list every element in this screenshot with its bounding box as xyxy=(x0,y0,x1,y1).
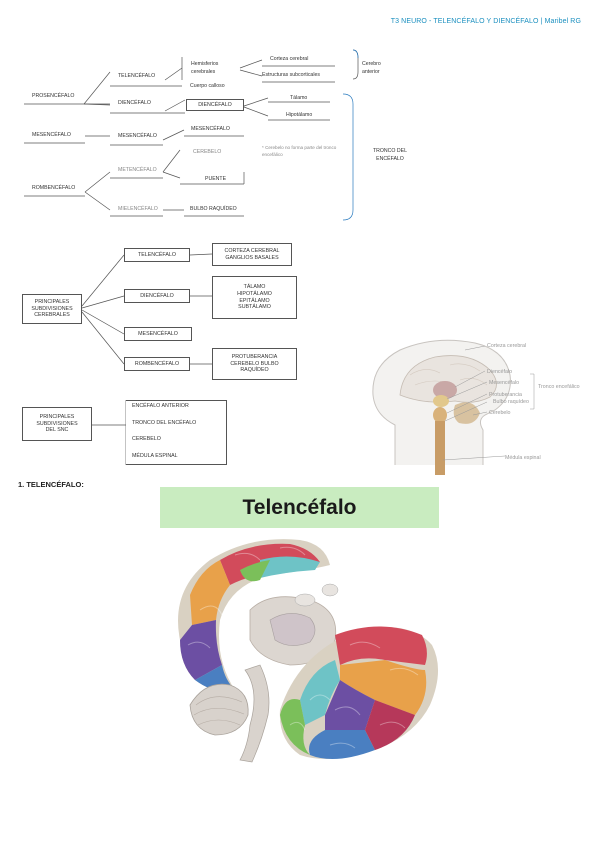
label-cerebro-anterior: Cerebro anterior xyxy=(362,61,381,75)
label-hipotalamo: Hipotálamo xyxy=(286,112,313,118)
box-diencefalo-2: DIENCÉFALO xyxy=(124,289,190,303)
label-rombencefalo: ROMBENCÉFALO xyxy=(32,185,76,191)
section-title: 1. TELENCÉFALO: xyxy=(18,480,84,489)
brain-label-tronco: Tronco encefálico xyxy=(538,384,580,390)
label-estructuras: Estructuras subcorticales xyxy=(262,72,320,78)
label-telencefalo: TELENCÉFALO xyxy=(118,73,156,79)
snc-item: ENCÉFALO ANTERIOR xyxy=(132,403,189,409)
label-corteza: Corteza cerebral xyxy=(270,56,309,62)
label-mielencefalo: MIELENCÉFALO xyxy=(118,206,158,212)
page-header: T3 NEURO - TELENCÉFALO Y DIENCÉFALO | Ma… xyxy=(390,18,581,25)
label-mesencefalo-sub: MESENCÉFALO xyxy=(118,133,157,139)
brain-label-mesencefalo: Mesencéfalo xyxy=(489,380,519,386)
box-principales-subdivisiones: PRINCIPALES SUBDIVISIONES CEREBRALES xyxy=(22,294,82,324)
label-metencefalo: METENCÉFALO xyxy=(118,167,157,173)
label-mesencefalo: MESENCÉFALO xyxy=(32,132,71,138)
box-diencefalo: DIENCÉFALO xyxy=(186,99,244,111)
brain-label-medula: Médula espinal xyxy=(505,455,541,461)
label-mesencefalo-box: MESENCÉFALO xyxy=(191,126,230,132)
brain-label-protuberancia: Protuberancia xyxy=(489,392,522,398)
label-prosencefalo: PROSENCÉFALO xyxy=(32,93,75,99)
box-diencefalo-items: TÁLAMO HIPOTÁLAMO EPITÁLAMO SUBTÁLAMO xyxy=(212,276,297,319)
snc-item: MÉDULA ESPINAL xyxy=(132,452,178,459)
box-snc-items: ENCÉFALO ANTERIOR TRONCO DEL ENCÉFALO CE… xyxy=(126,400,227,465)
snc-item: TRONCO DEL ENCÉFALO xyxy=(132,419,197,426)
label-hemisferios: Hemisferios cerebrales xyxy=(191,61,219,76)
brain-label-bulbo: Bulbo raquídeo xyxy=(493,399,529,405)
box-telencefalo-items: CORTEZA CEREBRAL GANGLIOS BASALES xyxy=(212,243,292,266)
label-diencefalo: DIENCÉFALO xyxy=(118,100,151,106)
snc-item: CEREBELO xyxy=(132,436,161,443)
brain-lobes-illustration xyxy=(178,539,439,763)
brain-label-diencefalo: Diencéfalo xyxy=(487,369,512,375)
label-bulbo: BULBO RAQUÍDEO xyxy=(190,206,237,212)
box-telencefalo: TELENCÉFALO xyxy=(124,248,190,262)
brain-sagittal-illustration: Corteza cerebral Diencéfalo Mesencéfalo … xyxy=(372,339,580,475)
banner-telencefalo: Telencéfalo xyxy=(160,487,439,528)
label-cuerpo-calloso: Cuerpo calloso xyxy=(190,83,225,89)
brain-label-corteza: Corteza cerebral xyxy=(487,343,526,349)
brain-label-cerebelo: Cerebelo xyxy=(489,410,511,416)
box-rombencefalo-items: PROTUBERANCIA CEREBELO BULBO RAQUÍDEO xyxy=(212,348,297,380)
box-rombencefalo-2: ROMBENCÉFALO xyxy=(124,357,190,371)
label-puente: PUENTE xyxy=(205,176,227,182)
label-talamo: Tálamo xyxy=(290,95,308,101)
box-subdivisiones-snc: PRINCIPALES SUBDIVISIONES DEL SNC xyxy=(22,407,92,441)
box-mesencefalo-2: MESENCÉFALO xyxy=(124,327,192,341)
label-cerebelo: CEREBELO xyxy=(193,149,222,155)
label-note: * Cerebelo no forma parte del tronco enc… xyxy=(262,145,337,157)
label-tronco: TRONCO DEL ENCÉFALO xyxy=(372,148,407,163)
